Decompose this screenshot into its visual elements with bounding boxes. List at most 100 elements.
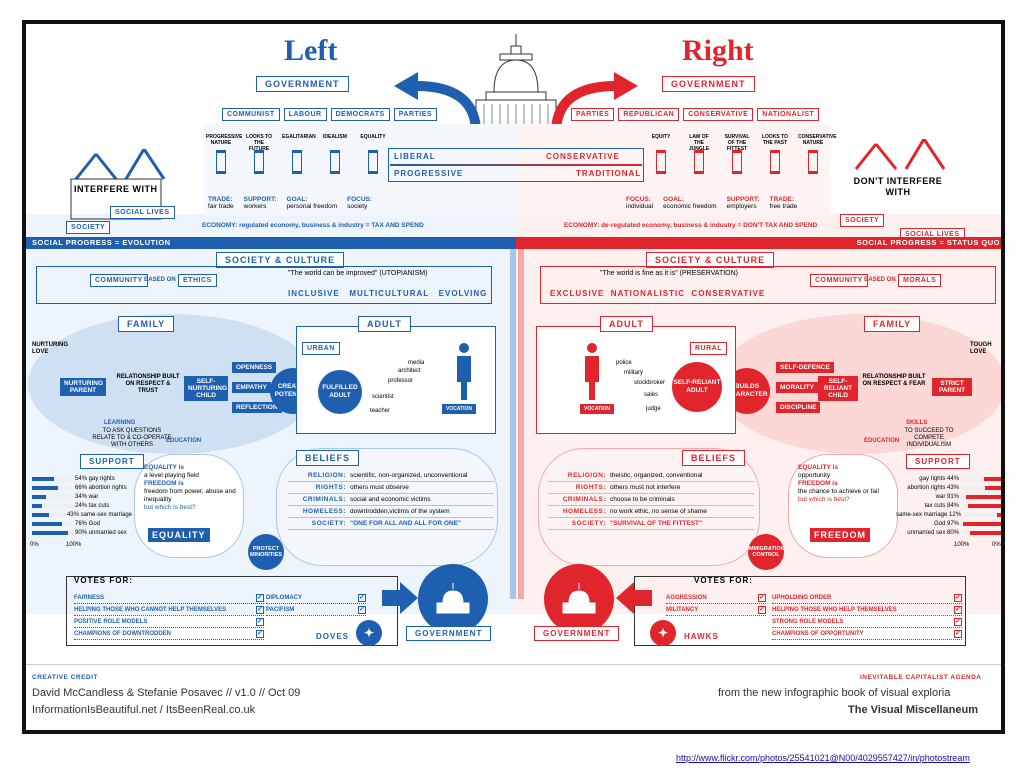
belief-value: "SURVIVAL OF THE FITTEST" — [610, 520, 703, 527]
right-society-tag: SOCIETY — [840, 214, 885, 227]
spectrum-line — [390, 164, 642, 166]
belief-row: RELIGION:theistic, organized, convention… — [548, 470, 754, 482]
left-eq-l4: freedom from power, abuse and inequality — [144, 488, 236, 503]
job-label: architect — [398, 368, 421, 374]
support-row: 34% war — [32, 492, 132, 501]
column-item: IDEALISM — [320, 134, 350, 174]
vote-label: PACIFISM — [266, 606, 295, 613]
right-support-banner: SUPPORT — [906, 454, 970, 469]
left-eq-q: but which is best? — [144, 504, 196, 511]
column-pillar-icon — [694, 150, 704, 174]
column-label: LOOKS TO THE FUTURE — [245, 134, 273, 152]
right-focus-label: FOCUS: — [626, 196, 651, 203]
belief-value: choose to be criminals — [610, 496, 675, 503]
belief-key: SOCIETY: — [311, 520, 346, 527]
left-eq-l3: FREEDOM is — [144, 480, 184, 487]
belief-value: "ONE FOR ALL AND ALL FOR ONE" — [350, 520, 462, 527]
belief-key: HOMELESS: — [302, 508, 346, 515]
footer-book: from the new infographic book of visual … — [718, 687, 951, 699]
left-equality-text: EQUALITY is a level playing field FREEDO… — [144, 464, 238, 512]
support-bar-fill — [32, 521, 63, 526]
right-trade-value: free trade — [769, 203, 798, 210]
column-pillar-icon — [656, 150, 666, 174]
party-tag: NATIONALIST — [757, 108, 820, 121]
left-culture-quote: "The world can be improved" (UTOPIANISM) — [288, 270, 428, 277]
support-bar — [32, 530, 72, 535]
right-scale-0: 0% — [992, 542, 1001, 548]
doves-label: DOVES — [316, 632, 350, 641]
support-row: 54% gay rights — [32, 474, 132, 483]
nurturing-parent: NURTURING PARENT — [60, 378, 106, 396]
support-row: 90% unmarried sex — [32, 528, 132, 537]
vote-label: DIPLOMACY — [266, 594, 302, 601]
support-row: same-sex marriage 12% — [896, 510, 1001, 519]
right-capitol-badge — [544, 564, 614, 634]
right-society-culture-banner: SOCIETY & CULTURE — [646, 252, 775, 268]
belief-value: no work ethic, no sense of shame — [610, 508, 707, 515]
left-social-lives-tag: SOCIAL LIVES — [110, 206, 175, 219]
right-morals-tag: MORALS — [898, 274, 942, 287]
belief-key: CRIMINALS: — [302, 496, 346, 503]
left-votes2-list: DIPLOMACY✓PACIFISM✓ — [266, 592, 366, 616]
belief-key: RIGHTS: — [315, 484, 346, 491]
immigration-control-badge: IMMIGRATION CONTROL — [747, 534, 785, 570]
job-label: scientist — [372, 394, 394, 400]
source-url-link[interactable]: http://www.flickr.com/photos/25541021@N0… — [676, 753, 970, 763]
support-row: gay rights 44% — [896, 474, 1001, 483]
checkbox-icon: ✓ — [256, 617, 264, 626]
vote-label: FAIRNESS — [74, 594, 105, 601]
checkbox-icon: ✓ — [256, 593, 264, 602]
support-bar-fill — [984, 476, 1001, 481]
progressive-label: PROGRESSIVE — [394, 169, 464, 178]
right-eq-l3: FREEDOM is — [798, 480, 838, 487]
right-support-label: SUPPORT: — [726, 196, 760, 203]
support-bar-fill — [965, 494, 1001, 499]
reflection-pill: REFLECTION — [232, 402, 282, 413]
belief-row: RIGHTS:others must observe — [288, 482, 494, 494]
support-label: gay rights 44% — [919, 475, 959, 482]
support-bar — [962, 485, 1001, 490]
right-votes-list: AGGRESSION✓MILITANCY✓ — [666, 592, 766, 616]
spectrum-box — [388, 148, 644, 182]
checkbox-icon: ✓ — [954, 605, 962, 614]
column-item: CONSERVATIVE NATURE — [798, 134, 837, 174]
footer-title: The Visual Miscellaneum — [848, 704, 979, 716]
belief-value: downtrodden,victims of the system — [350, 508, 450, 515]
footer-site: InformationIsBeautiful.net / ItsBeenReal… — [32, 704, 256, 716]
right-family-banner: FAMILY — [864, 316, 921, 332]
infographic-frame: Left Right GOVERNMENT GOVERNMENT COMMUNI… — [22, 20, 1005, 734]
support-bar — [962, 494, 1001, 499]
support-bar-fill — [32, 476, 54, 481]
column-item: LAW OF THE JUNGLE — [684, 134, 714, 174]
right-gov-banner: GOVERNMENT — [534, 626, 620, 641]
belief-key: RELIGION: — [567, 472, 606, 479]
support-label: 90% unmarried sex — [75, 529, 127, 536]
left-beliefs-list: RELIGION:scientific, non-organized, unco… — [288, 470, 494, 530]
vote-row: HELPING THOSE WHO CANNOT HELP THEMSELVES… — [74, 604, 264, 616]
right-adult-banner: ADULT — [600, 316, 653, 332]
belief-key: RELIGION: — [307, 472, 346, 479]
right-puppet-icon — [854, 139, 946, 170]
column-pillar-icon — [330, 150, 340, 174]
right-eq-l4: the chance to achieve or fail — [798, 488, 879, 495]
belief-key: CRIMINALS: — [562, 496, 606, 503]
right-relationship: RELATIONSHIP BUILT ON RESPECT & FEAR — [862, 374, 926, 387]
right-beliefs-list: RELIGION:theistic, organized, convention… — [548, 470, 754, 530]
hawk-icon: ✦ — [650, 620, 676, 646]
belief-key: RIGHTS: — [575, 484, 606, 491]
vote-row: STRONG ROLE MODELS✓ — [772, 616, 962, 628]
protect-minorities-badge: PROTECT MINORITIES — [248, 534, 284, 570]
self-reliant-adult-badge: SELF-RELIANT ADULT — [672, 362, 722, 412]
left-beliefs-cloud — [276, 448, 498, 566]
checkbox-icon: ✓ — [358, 605, 366, 614]
right-votes-box — [634, 576, 966, 646]
job-label: sales — [644, 392, 659, 398]
column-pillar-icon — [292, 150, 302, 174]
support-bar — [32, 476, 72, 481]
column-item: LOOKS TO THE PAST — [760, 134, 790, 174]
checkbox-icon: ✓ — [954, 593, 962, 602]
